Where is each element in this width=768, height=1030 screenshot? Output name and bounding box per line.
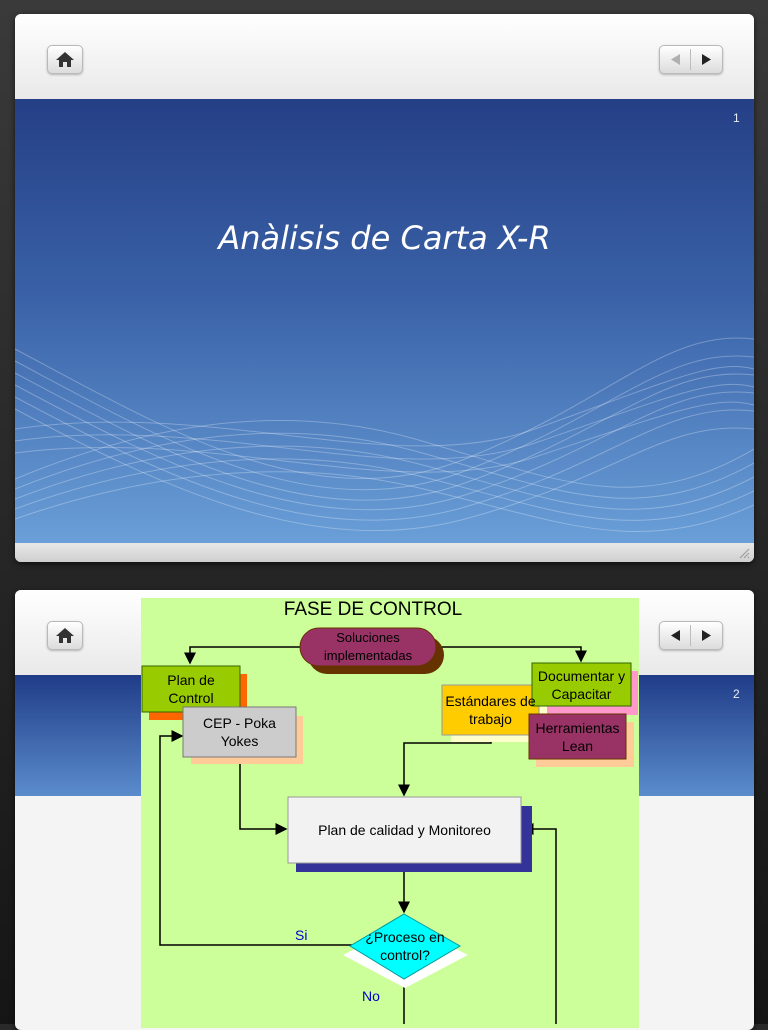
plan-calidad-node: Plan de calidad y Monitoreo [288, 797, 521, 863]
soluciones-node: Soluciones implementadas [306, 628, 430, 666]
estandares-node: Estándares de trabajo [442, 685, 539, 735]
cep-node: CEP - Poka Yokes [193, 707, 286, 757]
decision-node: ¿Proceso en control? [362, 926, 448, 966]
diagram-title: FASE DE CONTROL [141, 598, 605, 622]
documentar-node: Documentar y Capacitar [532, 663, 631, 706]
no-label: No [362, 988, 380, 1004]
plan-control-node: Plan de Control [152, 666, 230, 712]
herramientas-node: Herramientas Lean [529, 714, 626, 759]
si-label: Si [295, 927, 307, 943]
